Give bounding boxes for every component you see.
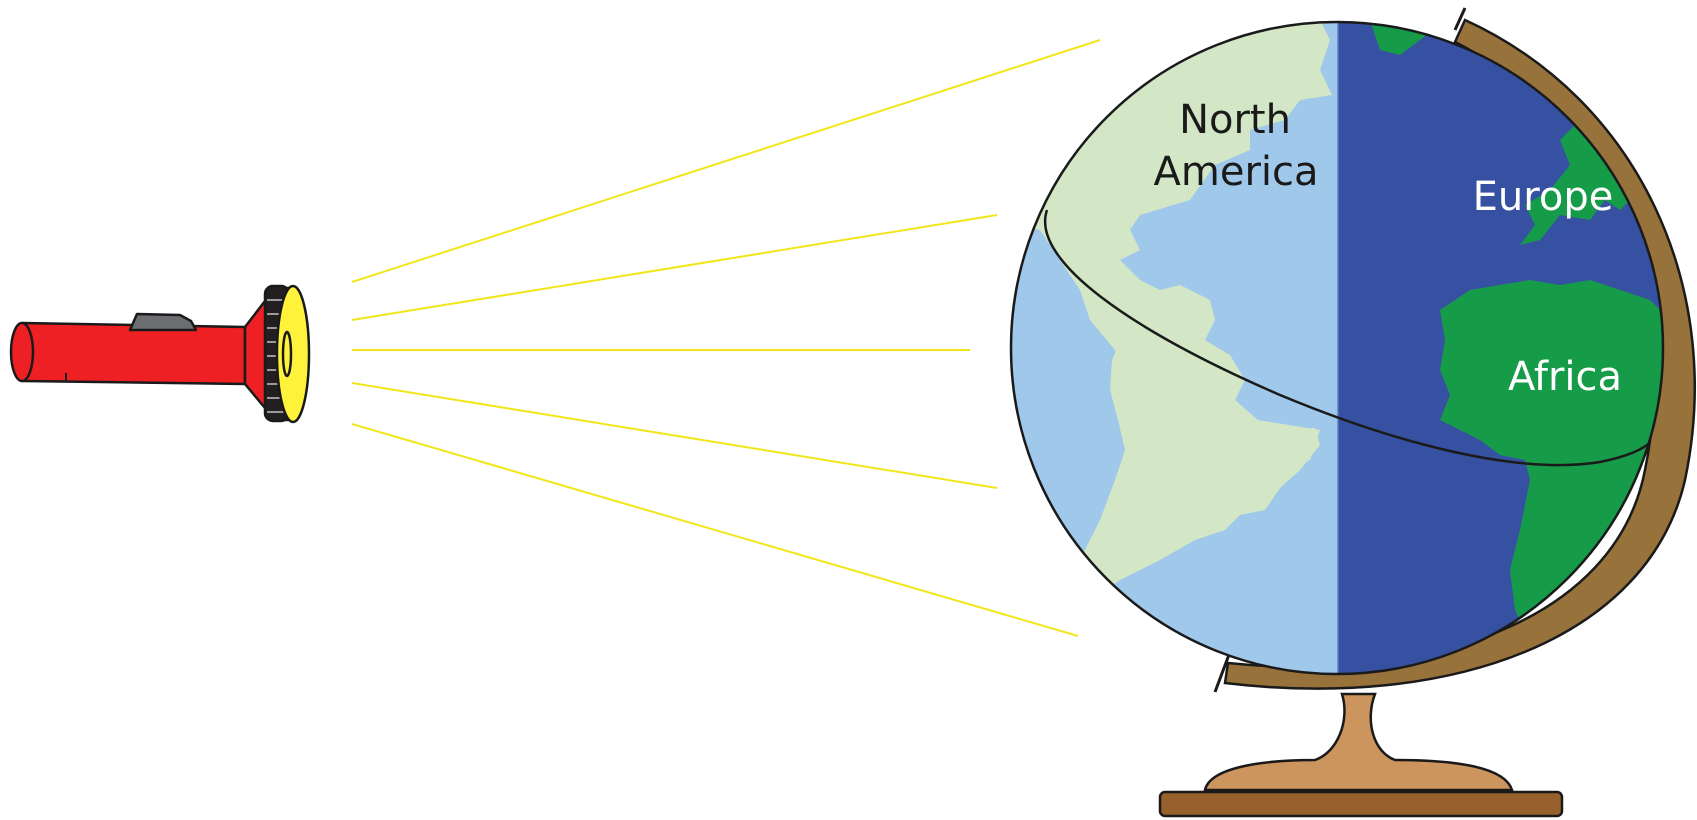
light-rays	[352, 40, 1100, 636]
flashlight-body	[16, 323, 245, 384]
light-ray	[352, 424, 1078, 636]
africa-label: Africa	[1508, 354, 1622, 400]
north-america-label-line2: America	[1154, 149, 1319, 195]
flashlight-tail-cap	[11, 323, 33, 381]
europe-label: Europe	[1473, 174, 1614, 220]
flashlight-switch	[130, 314, 196, 330]
flashlight-bulb	[283, 332, 291, 376]
north-america-label-line1: North	[1179, 97, 1291, 143]
light-ray	[352, 383, 997, 488]
light-ray	[352, 215, 997, 320]
globe-stand-neck	[1205, 694, 1512, 790]
light-ray	[352, 40, 1100, 282]
globe-base	[1160, 792, 1562, 816]
globe-stand	[1160, 694, 1562, 816]
flashlight	[11, 286, 309, 422]
